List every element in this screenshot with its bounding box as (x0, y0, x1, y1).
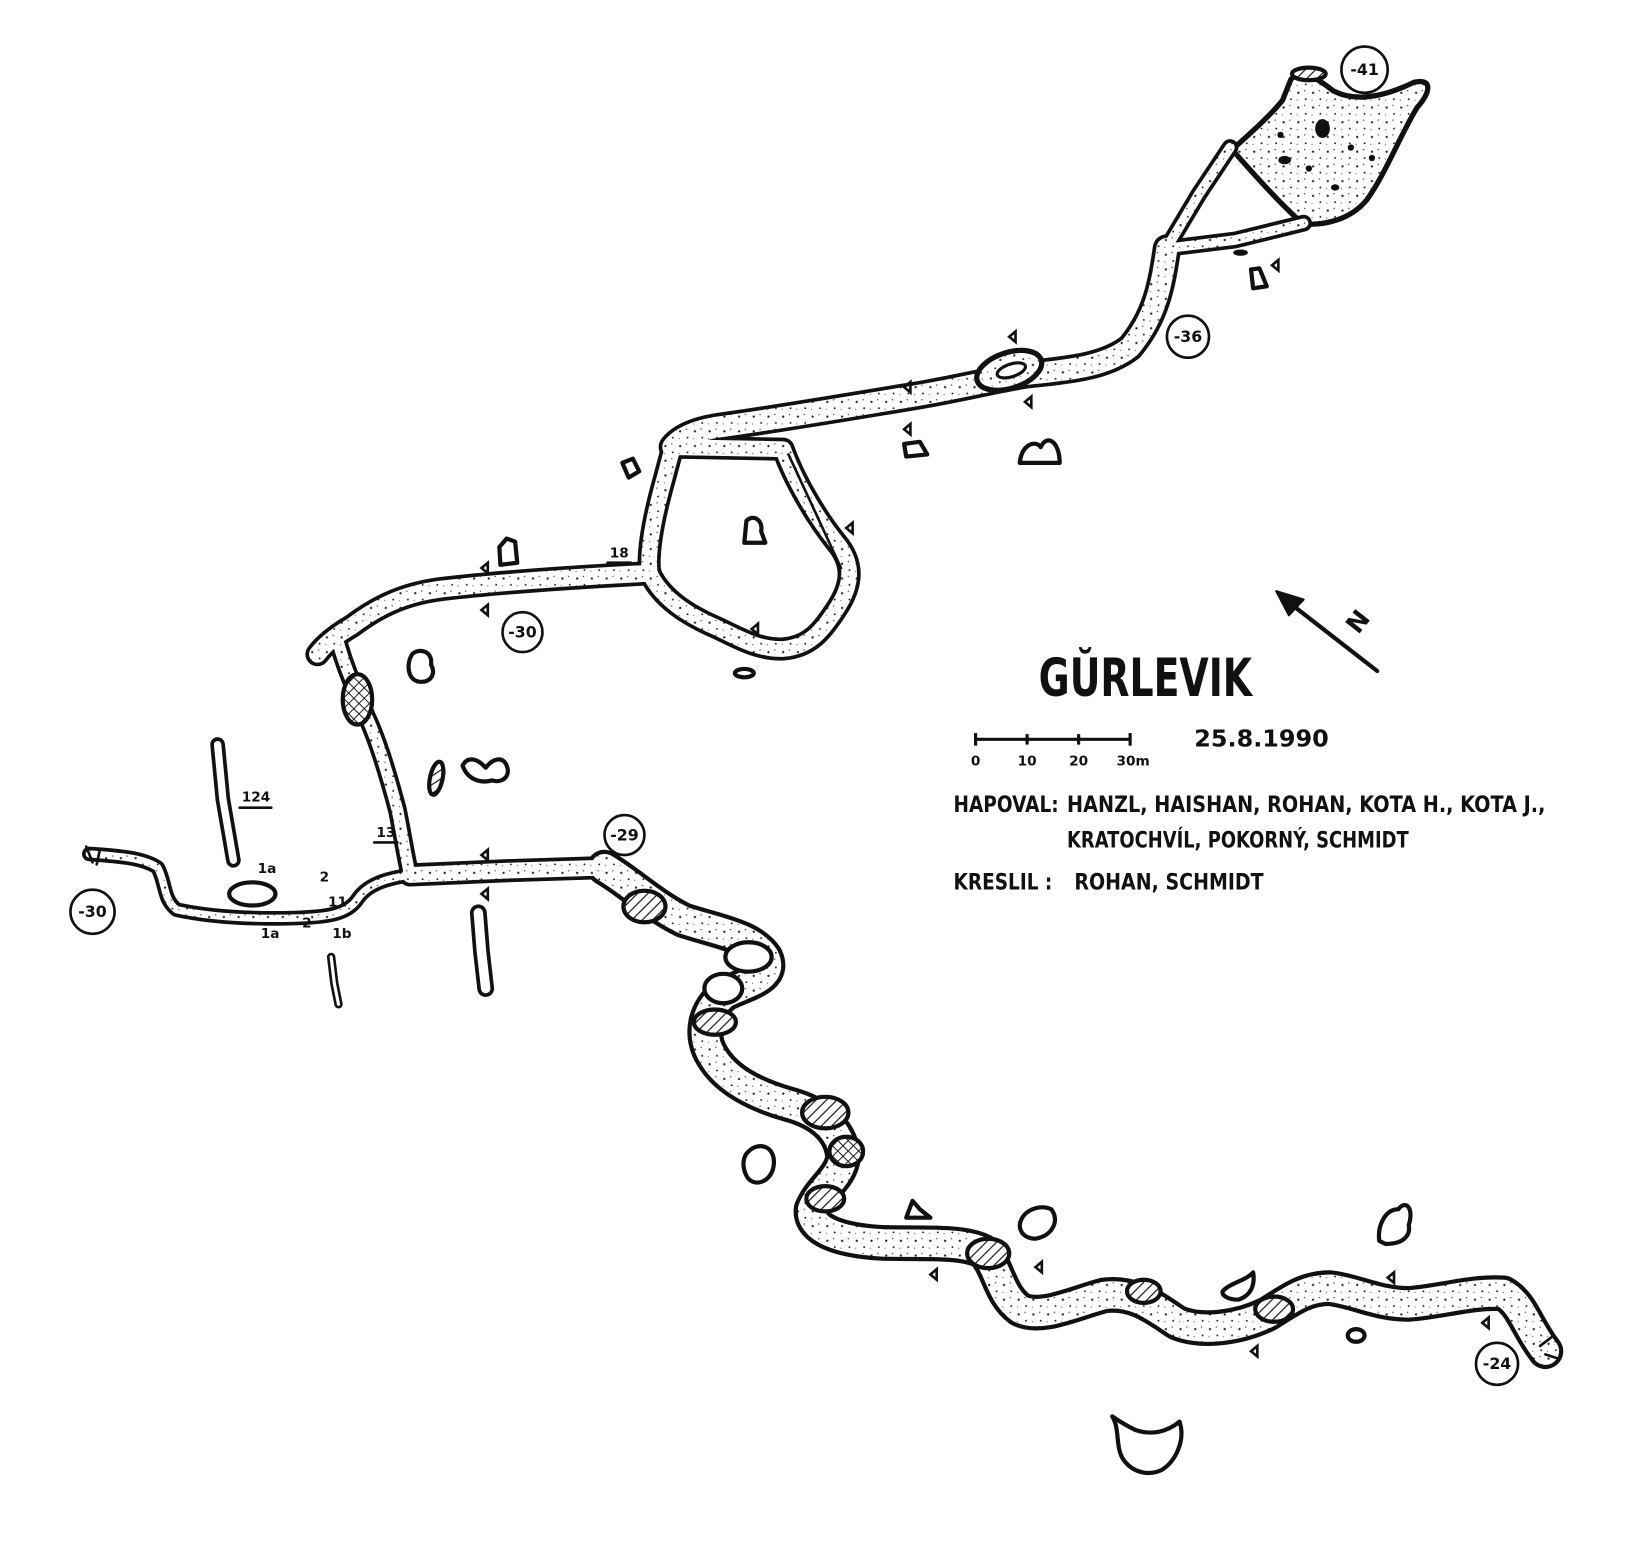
depth-label: -41 (1350, 60, 1378, 79)
depth-marks (69, 45, 1520, 1387)
depth-label: -36 (1174, 327, 1202, 346)
station-label: 124 (242, 789, 271, 805)
terminal-chamber (1229, 72, 1431, 227)
station-label: 1a (258, 861, 277, 877)
depth-circle (1340, 45, 1390, 95)
scale-bar: 0 10 20 30m (971, 733, 1150, 770)
scale-label: 30m (1116, 754, 1149, 770)
entrance-blockage (1289, 65, 1328, 83)
depth-circle (1165, 314, 1211, 360)
depth-circle (69, 888, 116, 936)
station-label: 2 (320, 869, 330, 885)
ring-inner-wall (787, 453, 843, 570)
north-arrow: N (1275, 590, 1380, 674)
station-label: 1a (261, 926, 280, 942)
depth-label: -29 (610, 825, 638, 844)
surveyed-by-names: HANZL, HAISHAN, ROHAN, KOTA H., KOTA J., (1067, 793, 1545, 818)
depth-labels: -41 -36 -30 -29 -30 -24 (78, 60, 1511, 1373)
bulge-pillar (995, 361, 1028, 380)
depth-circle (1474, 1341, 1520, 1387)
depth-label: -30 (508, 622, 536, 641)
surveyed-by-label: HAPOVAL: (954, 793, 1059, 818)
depth-label: -30 (78, 902, 106, 921)
scale-label: 0 (971, 754, 981, 770)
breakdown-areas (340, 672, 1296, 1324)
station-labels: 18 13 124 1a -2 1a 1b 2 11 (238, 545, 633, 942)
station-label: 18 (610, 545, 629, 561)
ring-passage (649, 447, 849, 649)
depth-label: -24 (1483, 1354, 1511, 1373)
station-label: 13 (376, 825, 395, 841)
drawn-by-label: KRESLIL : (954, 871, 1053, 896)
station-label: -2 (296, 916, 311, 932)
north-label: N (1340, 604, 1376, 638)
station-label: 1b (332, 926, 352, 942)
map-title: GŬRLEVIK (1039, 646, 1254, 709)
scale-label: 10 (1018, 754, 1037, 770)
scale-label: 20 (1069, 754, 1088, 770)
survey-date: 25.8.1990 (1194, 727, 1329, 753)
depth-circle (501, 610, 544, 654)
depth-circle (603, 813, 646, 857)
rock-outlines (84, 266, 1560, 1475)
survey-marks (479, 257, 1490, 1360)
station-label: 11 (328, 895, 347, 911)
drawn-by-names: ROHAN, SCHMIDT (1074, 871, 1263, 896)
surveyed-by-names-cont: KRATOCHVÍL, POKORNÝ, SCHMIDT (1067, 828, 1409, 854)
credits: HAPOVAL: HANZL, HAISHAN, ROHAN, KOTA H.,… (954, 793, 1546, 896)
